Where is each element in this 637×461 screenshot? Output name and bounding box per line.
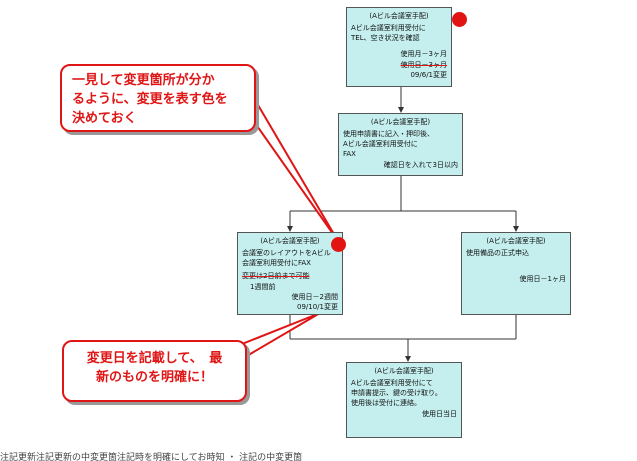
callout-bottom-line-2: 新のものを明確に！: [95, 369, 213, 385]
box3-change: 変更は2日前まで可能: [242, 272, 310, 281]
box5-line-1: Aビル会議室利用受付にて: [351, 379, 433, 388]
box5-line-3: 使用後は受付に連絡。: [351, 399, 421, 408]
box2-line-2: Aビル会議室利用受付に: [343, 140, 418, 149]
box2-line-1: 使用申請書に記入・押印後、: [343, 130, 434, 139]
box5-line-2: 申請書提示、鍵の受け取り。: [351, 389, 442, 398]
box4-title: (Aビル会議室手配): [486, 237, 546, 245]
box3-line-1: 会議室のレイアウトをAビル: [242, 249, 331, 258]
box3-date: 09/10/1変更: [297, 302, 338, 311]
box1-date: 09/6/1変更: [410, 70, 447, 79]
box3-change-marker-dot: [331, 237, 346, 252]
box2-title: (Aビル会議室手配): [370, 118, 431, 126]
box5-title: (Aビル会議室手配): [374, 367, 434, 375]
box1-line-1: Aビル会議室利用受付に: [351, 24, 426, 33]
footer-caption: 注記更新注記更新の中変更箇注記時を明確にしてお時知 ・ 注記の中変更箇: [0, 453, 303, 461]
flow-box-5: (Aビル会議室手配) Aビル会議室利用受付にて 申請書提示、鍵の受け取り。 使用…: [346, 362, 462, 438]
callout-bottom-line-1: 変更日を記載して、 最: [86, 351, 223, 366]
flow-box-2: (Aビル会議室手配) 使用申請書に記入・押印後、 Aビル会議室利用受付に FAX…: [338, 113, 463, 176]
callout-top-line-2: るように、変更を表す色を: [72, 91, 228, 107]
box4-note: 使用日－1ヶ月: [519, 275, 566, 284]
box2-note: 確認日を入れて3日以内: [383, 160, 458, 169]
flow-box-3: (Aビル会議室手配) 会議室のレイアウトをAビル 会議室利用受付にFAX 変更は…: [237, 232, 343, 315]
flow-box-1: (Aビル会議室手配) Aビル会議室利用受付に TEL、空き状況を確認 使用月－3…: [346, 7, 452, 87]
box1-line-2: TEL、空き状況を確認: [351, 34, 420, 43]
flow-box-4: (Aビル会議室手配) 使用備品の正式申込 使用日－1ヶ月: [461, 232, 571, 315]
box1-change-marker-dot: [452, 12, 467, 27]
box3-line-2: 会議室利用受付にFAX: [242, 259, 311, 268]
box4-line-1: 使用備品の正式申込: [466, 249, 529, 258]
callout-color-coding: 一見して変更箇所が分か るように、変更を表す色を 決めておく: [60, 64, 256, 132]
callout-change-date: 変更日を記載して、 最 新のものを明確に！: [62, 340, 247, 402]
box3-change-2: 1週間前: [250, 282, 276, 291]
box5-note: 使用日当日: [422, 409, 457, 418]
box1-title: (Aビル会議室手配): [369, 12, 429, 20]
box1-note-2: 使用日－3ヶ月: [400, 60, 447, 69]
box3-title: (Aビル会議室手配): [260, 237, 320, 245]
box3-note: 使用日－2週間: [291, 292, 338, 301]
box1-note-1: 使用月－3ヶ月: [400, 50, 447, 59]
callout-top-line-3: 決めておく: [72, 110, 137, 126]
callout-top-line-1: 一見して変更箇所が分か: [72, 73, 215, 88]
box2-line-3: FAX: [343, 150, 356, 159]
